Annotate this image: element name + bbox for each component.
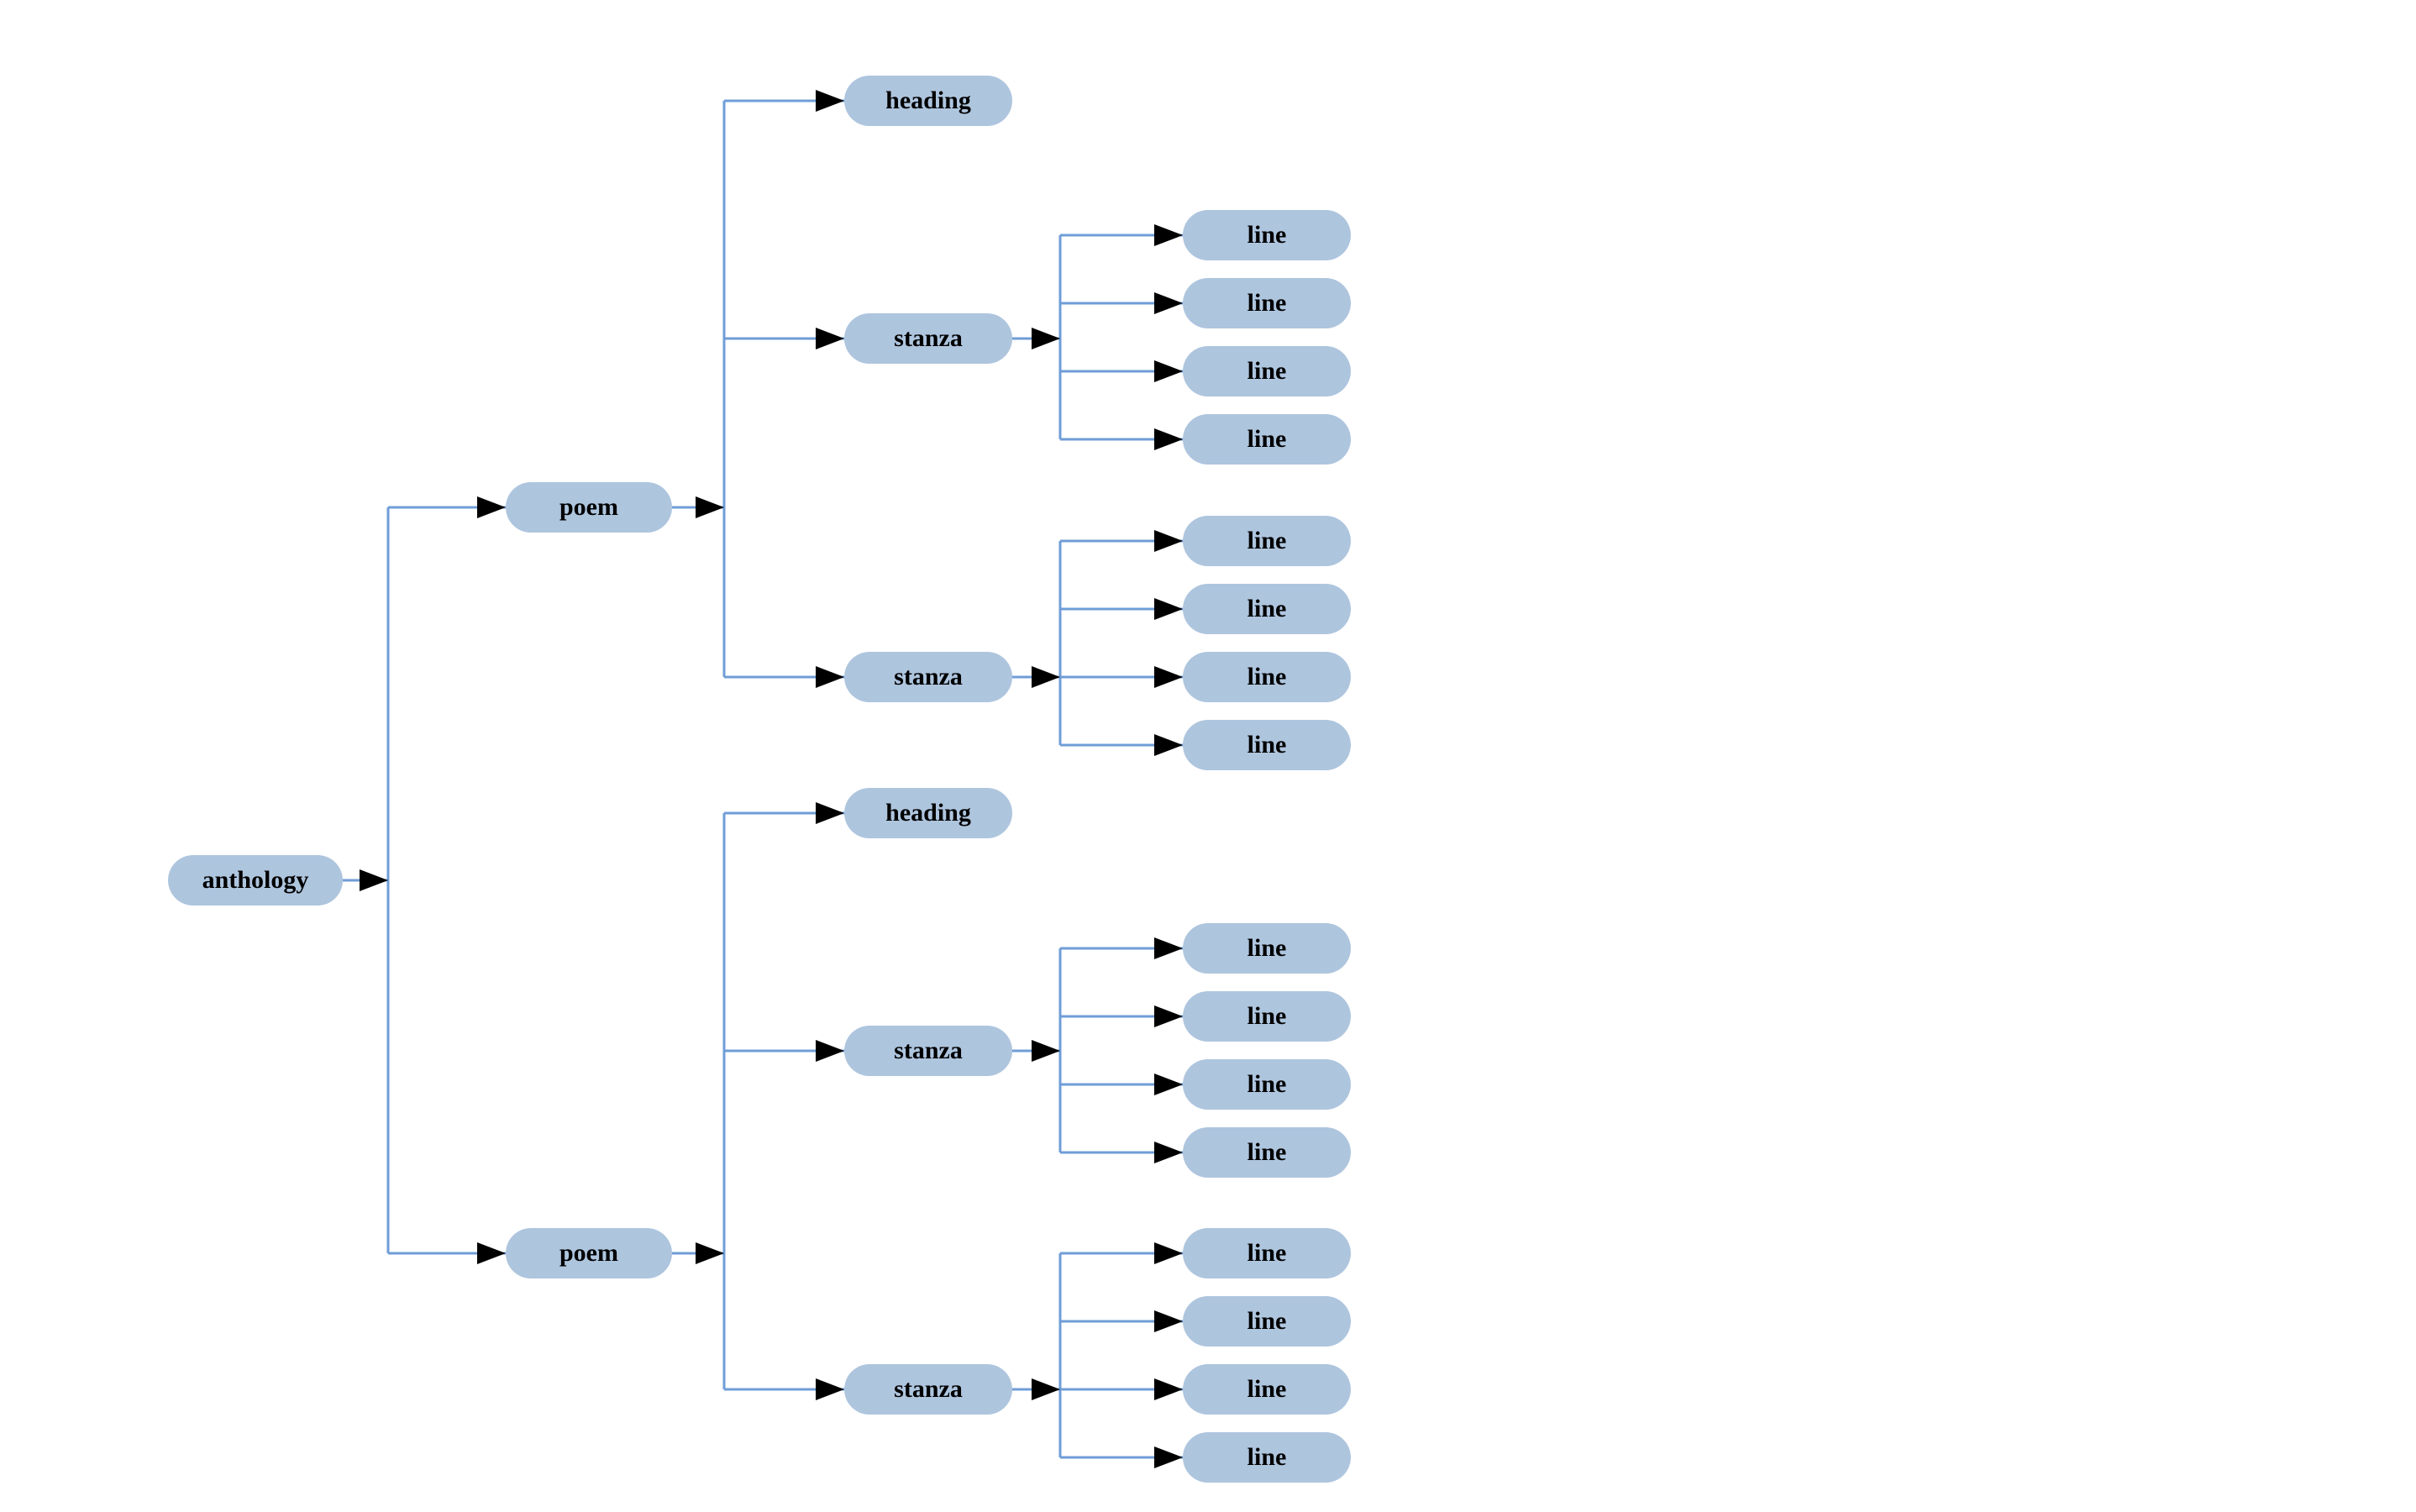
- arrowhead-bus-p2-stanza-2: [1032, 1378, 1060, 1400]
- node-poem-2[interactable]: poem: [506, 1228, 672, 1278]
- arrowhead-p1-stanza-2: [816, 666, 844, 688]
- node-label-s2-line-2: line: [1247, 595, 1287, 622]
- node-label-s3-line-1: line: [1247, 934, 1287, 962]
- node-s4-line-4[interactable]: line: [1183, 1432, 1351, 1483]
- arrowhead-bus-anthology: [360, 869, 388, 891]
- node-s1-line-1[interactable]: line: [1183, 210, 1351, 260]
- node-p2-heading[interactable]: heading: [844, 788, 1012, 838]
- node-label-p1-stanza-2: stanza: [894, 663, 963, 690]
- node-label-s4-line-2: line: [1247, 1307, 1287, 1335]
- node-p2-stanza-1[interactable]: stanza: [844, 1026, 1012, 1076]
- node-label-p2-stanza-1: stanza: [894, 1037, 963, 1064]
- edges-group: [343, 99, 1183, 1459]
- node-label-s1-line-3: line: [1247, 357, 1287, 385]
- arrowhead-s2-line-3: [1154, 666, 1183, 688]
- node-p1-stanza-1[interactable]: stanza: [844, 313, 1012, 364]
- arrowhead-s2-line-1: [1154, 530, 1183, 552]
- arrowhead-bus-p1-stanza-2: [1032, 666, 1060, 688]
- node-label-p2-stanza-2: stanza: [894, 1375, 963, 1403]
- arrowheads-group: [360, 90, 1183, 1468]
- node-s4-line-1[interactable]: line: [1183, 1228, 1351, 1278]
- node-s2-line-1[interactable]: line: [1183, 516, 1351, 566]
- arrowhead-s3-line-3: [1154, 1074, 1183, 1095]
- arrowhead-s3-line-2: [1154, 1005, 1183, 1027]
- node-label-s1-line-1: line: [1247, 221, 1287, 249]
- node-label-s3-line-2: line: [1247, 1002, 1287, 1030]
- arrowhead-bus-poem-2: [696, 1242, 724, 1264]
- node-label-s2-line-3: line: [1247, 663, 1287, 690]
- arrowhead-s4-line-2: [1154, 1310, 1183, 1332]
- node-label-s1-line-2: line: [1247, 289, 1287, 317]
- arrowhead-s1-line-1: [1154, 224, 1183, 246]
- arrowhead-s2-line-2: [1154, 598, 1183, 620]
- arrowhead-s4-line-1: [1154, 1242, 1183, 1264]
- arrowhead-bus-p2-stanza-1: [1032, 1040, 1060, 1062]
- node-s4-line-3[interactable]: line: [1183, 1364, 1351, 1415]
- node-s3-line-1[interactable]: line: [1183, 923, 1351, 974]
- node-label-s3-line-3: line: [1247, 1070, 1287, 1098]
- node-s1-line-4[interactable]: line: [1183, 414, 1351, 465]
- node-label-s4-line-4: line: [1247, 1443, 1287, 1471]
- arrowhead-s1-line-3: [1154, 360, 1183, 382]
- node-label-s3-line-4: line: [1247, 1138, 1287, 1166]
- node-s2-line-4[interactable]: line: [1183, 720, 1351, 770]
- arrowhead-p2-stanza-2: [816, 1378, 844, 1400]
- node-label-s4-line-1: line: [1247, 1239, 1287, 1267]
- node-label-s2-line-4: line: [1247, 731, 1287, 759]
- node-s1-line-3[interactable]: line: [1183, 346, 1351, 396]
- node-s2-line-3[interactable]: line: [1183, 652, 1351, 702]
- arrowhead-s4-line-3: [1154, 1378, 1183, 1400]
- node-label-p2-heading: heading: [885, 799, 971, 827]
- node-label-s1-line-4: line: [1247, 425, 1287, 453]
- node-s3-line-3[interactable]: line: [1183, 1059, 1351, 1110]
- arrowhead-s3-line-1: [1154, 937, 1183, 959]
- node-label-anthology: anthology: [202, 866, 309, 894]
- arrowhead-bus-poem-1: [696, 496, 724, 518]
- node-s3-line-2[interactable]: line: [1183, 991, 1351, 1042]
- arrowhead-p1-heading: [816, 90, 844, 112]
- node-label-poem-2: poem: [559, 1239, 618, 1267]
- node-s2-line-2[interactable]: line: [1183, 584, 1351, 634]
- arrowhead-p2-stanza-1: [816, 1040, 844, 1062]
- arrowhead-s1-line-2: [1154, 292, 1183, 314]
- arrowhead-p1-stanza-1: [816, 328, 844, 349]
- node-anthology[interactable]: anthology: [168, 855, 343, 906]
- node-p1-heading[interactable]: heading: [844, 76, 1012, 126]
- node-p2-stanza-2[interactable]: stanza: [844, 1364, 1012, 1415]
- node-s3-line-4[interactable]: line: [1183, 1127, 1351, 1178]
- node-s4-line-2[interactable]: line: [1183, 1296, 1351, 1347]
- node-label-s2-line-1: line: [1247, 527, 1287, 554]
- arrowhead-s4-line-4: [1154, 1446, 1183, 1468]
- arrowhead-s1-line-4: [1154, 428, 1183, 450]
- node-label-p1-heading: heading: [885, 87, 971, 114]
- arrowhead-poem-1: [477, 496, 506, 518]
- node-p1-stanza-2[interactable]: stanza: [844, 652, 1012, 702]
- arrowhead-bus-p1-stanza-1: [1032, 328, 1060, 349]
- node-label-s4-line-3: line: [1247, 1375, 1287, 1403]
- node-poem-1[interactable]: poem: [506, 482, 672, 533]
- node-label-p1-stanza-1: stanza: [894, 324, 963, 352]
- arrowhead-p2-heading: [816, 802, 844, 824]
- arrowhead-s3-line-4: [1154, 1142, 1183, 1163]
- arrowhead-poem-2: [477, 1242, 506, 1264]
- node-s1-line-2[interactable]: line: [1183, 278, 1351, 328]
- arrowhead-s2-line-4: [1154, 734, 1183, 756]
- node-label-poem-1: poem: [559, 493, 618, 521]
